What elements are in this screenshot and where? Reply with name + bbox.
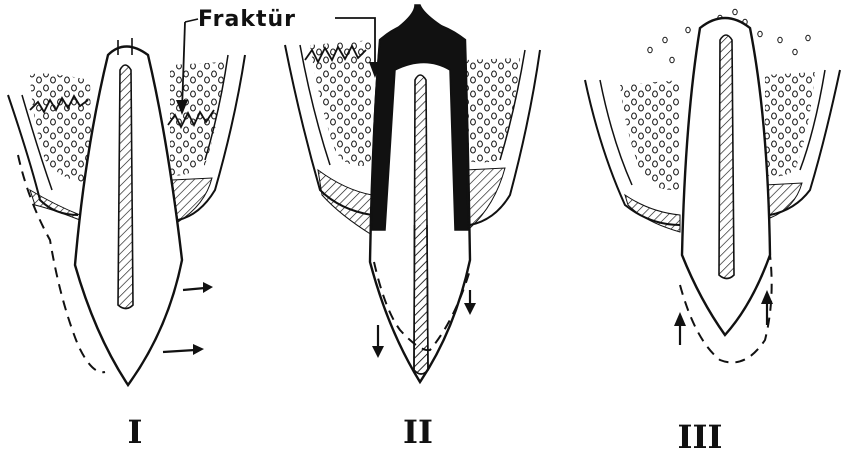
panel-iii-hatched-bone-right	[765, 183, 802, 218]
panel-i-pulp-canal	[118, 65, 133, 309]
panel-i-arrow-lower	[163, 344, 204, 355]
panel-ii-dotted-bone-right	[465, 58, 520, 163]
panel-label-ii: II	[403, 413, 433, 451]
panel-ii-pulp-canal-2	[414, 75, 428, 374]
panel-i-hatched-bone-left	[30, 190, 85, 222]
panel-label-iii: III	[678, 418, 723, 453]
fracture-label: Fraktür	[198, 7, 296, 32]
panel-ii-hatched-bone-left	[318, 170, 372, 235]
panel-iii-hatched-bone-left	[625, 195, 680, 232]
panel-ii	[285, 5, 540, 382]
panel-i	[8, 38, 245, 385]
panel-iii-pulp-canal	[719, 35, 734, 279]
panel-ii-arrow-right	[464, 290, 476, 315]
panel-iii-dotted-bone-left	[620, 80, 680, 190]
panel-iii-arrow-left	[674, 312, 686, 345]
panel-i-dotted-bone-left	[30, 73, 92, 185]
panel-iii-dotted-bone-right	[765, 72, 815, 177]
panel-iii	[585, 9, 840, 362]
panel-label-i: I	[128, 413, 143, 451]
panel-ii-arrow-left	[372, 325, 384, 358]
panel-i-arrow-upper	[183, 282, 213, 293]
